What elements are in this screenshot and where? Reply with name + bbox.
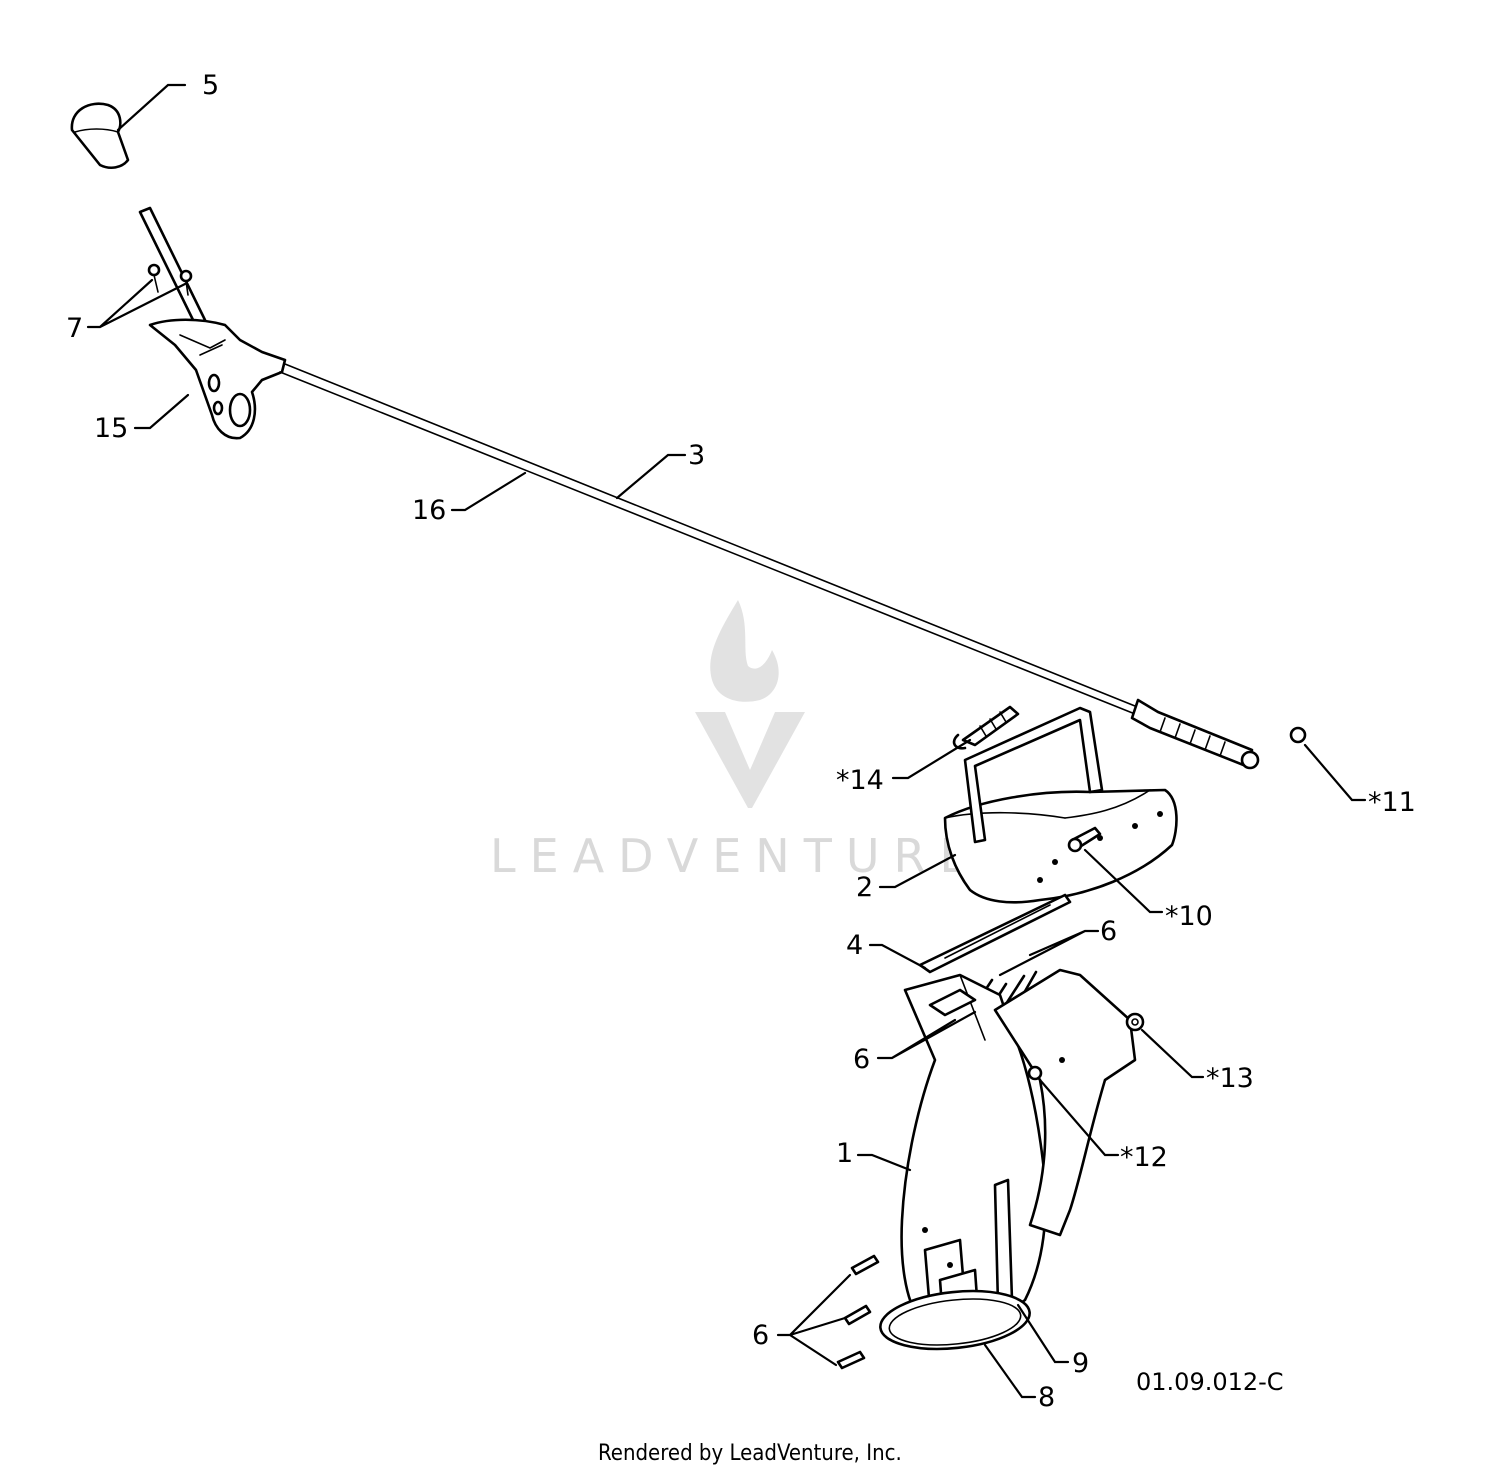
part-1-chute [900, 968, 1137, 1347]
callout-15: 15 [94, 413, 128, 444]
part-15-bracket [148, 318, 287, 440]
callout-8: 8 [1038, 1382, 1055, 1413]
watermark-text: LEADVENTURE [490, 829, 983, 883]
callout-labels: 5 7 15 16 3 *14 *11 2 *10 4 6 6 *13 *12 … [66, 70, 1416, 1413]
part-8-9-base-ring [879, 1289, 1031, 1351]
part-6-rivets-bottom [836, 1254, 880, 1370]
flame-logo [710, 600, 779, 702]
leader-lines [86, 83, 1367, 1399]
callout-6-bottom: 6 [752, 1320, 769, 1351]
part-7-screws [147, 263, 193, 296]
part-4-strip [918, 893, 1072, 974]
footer-credit: Rendered by LeadVenture, Inc. [598, 1441, 902, 1466]
callout-14: *14 [836, 765, 884, 796]
callout-11: *11 [1368, 787, 1416, 818]
callout-12: *12 [1120, 1142, 1168, 1173]
callout-10: *10 [1165, 901, 1213, 932]
callout-5: 5 [202, 70, 219, 101]
callout-16: 16 [412, 495, 446, 526]
part-5-knob [70, 102, 130, 170]
callout-3: 3 [688, 440, 705, 471]
callout-4: 4 [846, 930, 863, 961]
part-2-deflector [943, 706, 1178, 904]
leadventure-watermark: LEADVENTURE [490, 600, 983, 883]
part-13-nut [1125, 1012, 1145, 1032]
callout-6-top: 6 [1100, 916, 1117, 947]
part-16-cable [279, 363, 1146, 717]
callout-7: 7 [66, 313, 83, 344]
callout-9: 9 [1072, 1348, 1089, 1379]
v-logo [695, 712, 805, 808]
callout-6-mid: 6 [853, 1044, 870, 1075]
callout-1: 1 [836, 1138, 853, 1169]
callout-2: 2 [856, 872, 873, 903]
cable-end-threaded-rod [1130, 698, 1260, 770]
part-10-bolt [1067, 826, 1102, 853]
drawing-code: 01.09.012-C [1136, 1368, 1284, 1396]
part-11-nut [1289, 726, 1307, 744]
callout-13: *13 [1206, 1063, 1254, 1094]
